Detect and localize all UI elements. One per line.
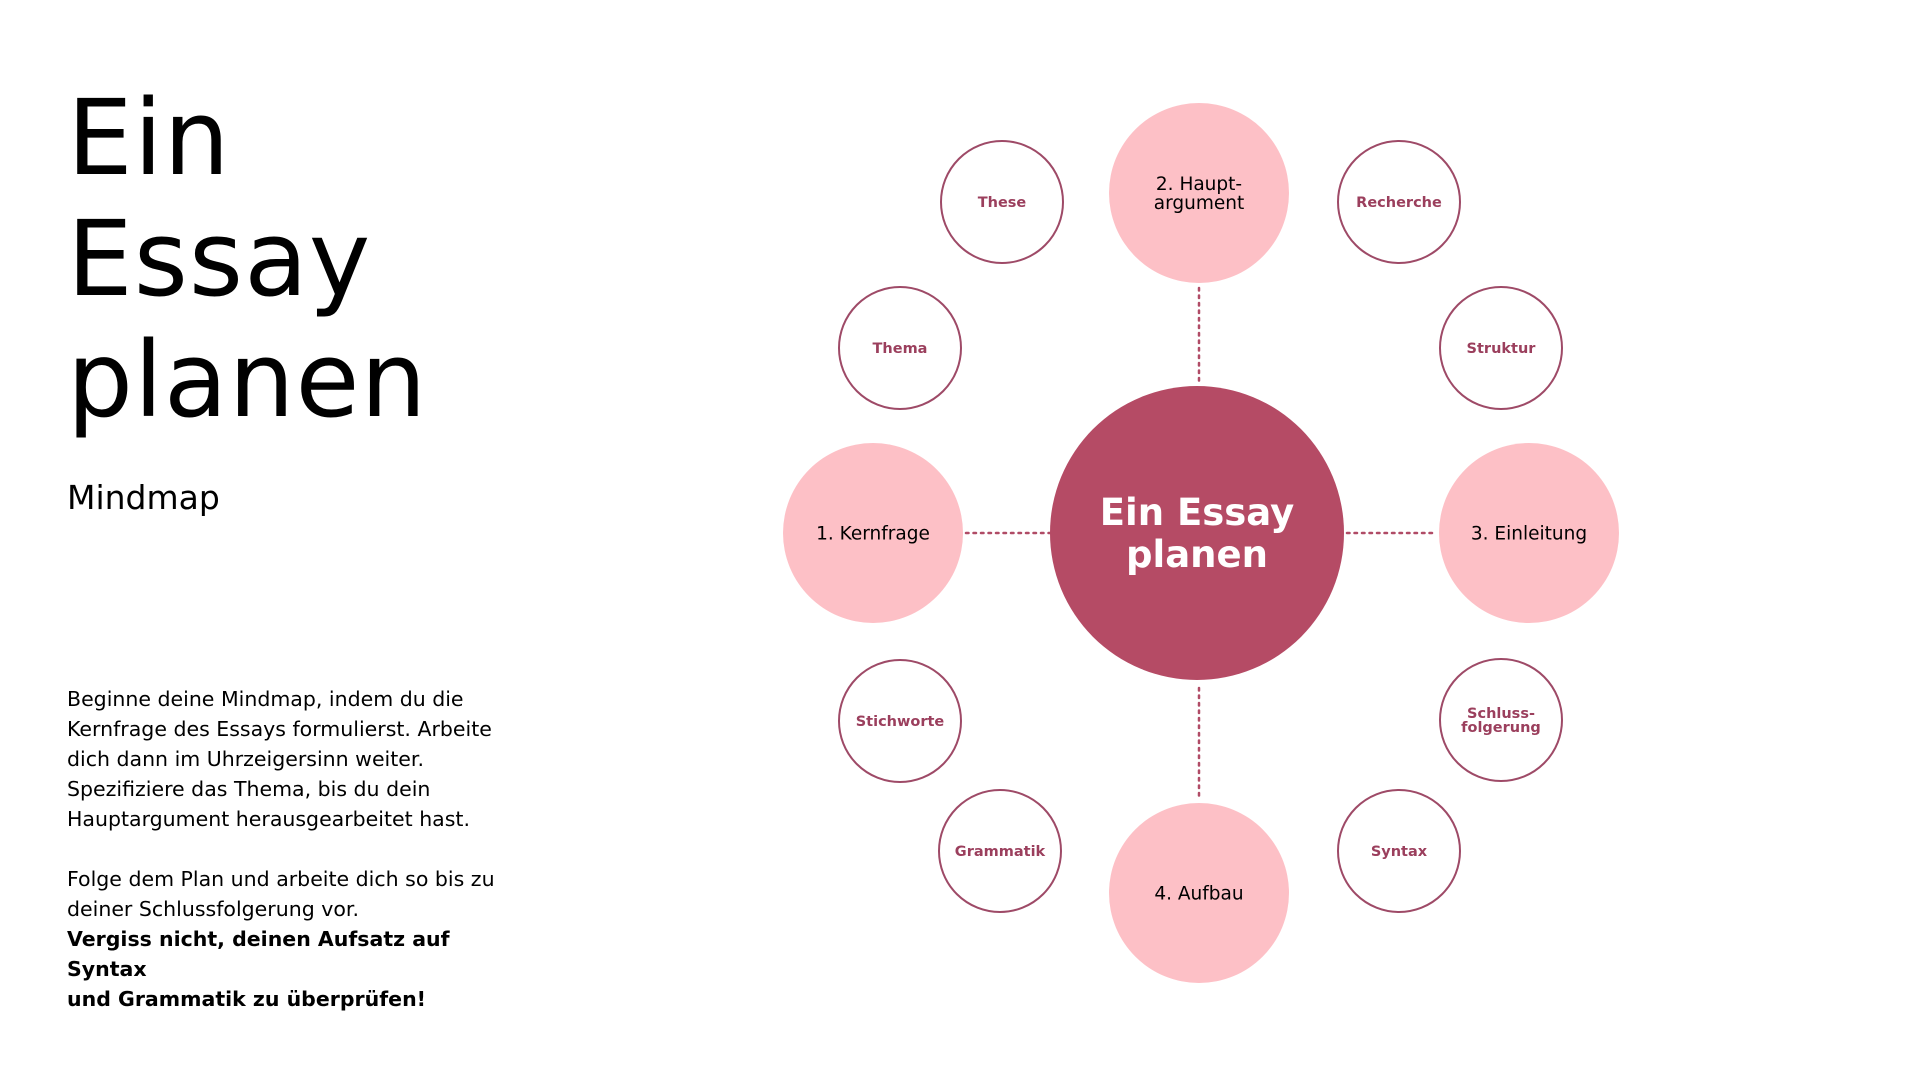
sub-node-grammatik-label: Grammatik [955, 844, 1046, 860]
sub-node-struktur-label: Struktur [1467, 341, 1537, 357]
sub-node-struktur [1439, 286, 1563, 410]
sub-node-stichworte-label: Stichworte [856, 714, 945, 730]
sub-node-grammatik-label-line: Grammatik [955, 844, 1046, 860]
main-node-aufbau-label-line: 4. Aufbau [1154, 884, 1243, 905]
main-node-einleitung [1439, 443, 1619, 623]
instructions-line: Beginne deine Mindmap, indem du die [67, 687, 464, 711]
sub-node-thema-label-line: Thema [873, 341, 928, 357]
page-title: Ein Essay planen [67, 78, 587, 441]
title-line-2: Essay [67, 198, 372, 320]
sub-node-these [940, 140, 1064, 264]
title-line-1: Ein [67, 77, 231, 199]
sub-node-schlussfolgerung-label-line: Schluss- [1467, 706, 1535, 722]
instructions-line: Kernfrage des Essays formulierst. Arbeit… [67, 717, 492, 741]
center-node [1050, 386, 1344, 680]
sub-node-syntax-label: Syntax [1371, 844, 1428, 860]
sub-node-thema [838, 286, 962, 410]
instructions-line: deiner Schlussfolgerung vor. [67, 897, 359, 921]
instructions-text: Beginne deine Mindmap, indem du die Kern… [67, 684, 507, 1014]
instructions-line: Hauptargument herausgearbeitet hast. [67, 807, 470, 831]
main-node-hauptargument-label-line: 2. Haupt- [1156, 174, 1242, 195]
instructions-line: Spezifiziere das Thema, bis du dein [67, 777, 431, 801]
instructions-emphasis-line: und Grammatik zu überprüfen! [67, 987, 427, 1011]
main-node-hauptargument-label-line: argument [1154, 193, 1244, 214]
sub-node-schlussfolgerung [1439, 658, 1563, 782]
main-node-einleitung-label-line: 3. Einleitung [1471, 524, 1587, 545]
center-node-label-line: Ein Essay [1100, 491, 1294, 534]
sub-node-these-label-line: These [978, 195, 1027, 211]
instructions-emphasis-line: Vergiss nicht, deinen Aufsatz auf Syntax [67, 927, 450, 981]
main-node-kernfrage-label: 1. Kernfrage [816, 524, 930, 545]
sub-node-syntax [1337, 789, 1461, 913]
title-line-3: planen [67, 319, 428, 441]
sub-node-struktur-label-line: Struktur [1467, 341, 1537, 357]
sub-node-recherche-label: Recherche [1356, 195, 1442, 211]
sub-node-schlussfolgerung-label: Schluss-folgerung [1461, 706, 1541, 736]
page-subtitle: Mindmap [67, 478, 220, 517]
main-node-kernfrage [783, 443, 963, 623]
main-node-hauptargument-label: 2. Haupt-argument [1154, 174, 1244, 214]
sub-node-recherche-label-line: Recherche [1356, 195, 1442, 211]
sub-node-syntax-label-line: Syntax [1371, 844, 1428, 860]
main-node-hauptargument [1109, 103, 1289, 283]
main-node-kernfrage-label-line: 1. Kernfrage [816, 524, 930, 545]
center-node-label-line: planen [1126, 533, 1268, 576]
sub-node-recherche [1337, 140, 1461, 264]
sub-node-stichworte-label-line: Stichworte [856, 714, 945, 730]
sub-node-thema-label: Thema [873, 341, 928, 357]
main-node-aufbau [1109, 803, 1289, 983]
main-node-einleitung-label: 3. Einleitung [1471, 524, 1587, 545]
instructions-line: dich dann im Uhrzeigersinn weiter. [67, 747, 424, 771]
sub-node-grammatik [938, 789, 1062, 913]
sub-node-stichworte [838, 659, 962, 783]
main-node-aufbau-label: 4. Aufbau [1154, 884, 1243, 905]
sub-node-schlussfolgerung-label-line: folgerung [1461, 720, 1541, 736]
sub-node-these-label: These [978, 195, 1027, 211]
instructions-line: Folge dem Plan und arbeite dich so bis z… [67, 867, 495, 891]
